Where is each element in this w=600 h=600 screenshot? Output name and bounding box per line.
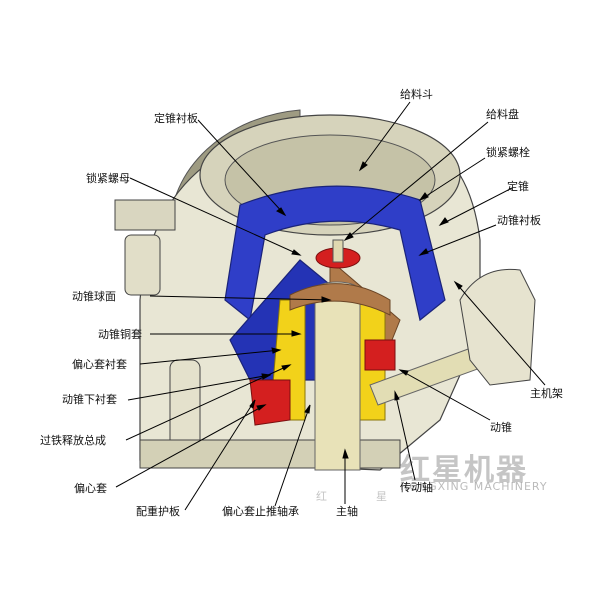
label-eccentric-thrust-bearing: 偏心套止推轴承 xyxy=(222,505,299,518)
watermark-logo-text: 红星机器 xyxy=(400,453,528,488)
label-moving-cone-bushing: 动锥铜套 xyxy=(98,328,142,341)
label-moving-cone-lower-bushing: 动锥下衬套 xyxy=(62,393,117,406)
bushing-red xyxy=(364,339,396,371)
feed-plate-bolt xyxy=(332,239,344,263)
label-moving-cone-liner: 动锥衬板 xyxy=(497,214,541,227)
watermark-small-left: 红 xyxy=(316,490,327,503)
label-tramp-release-assembly: 过铁释放总成 xyxy=(40,434,106,447)
main-shaft xyxy=(314,289,361,471)
label-counterweight-guard: 配重护板 xyxy=(136,505,180,518)
drive-housing xyxy=(459,268,536,386)
tramp-cylinder-top xyxy=(124,234,161,296)
label-fixed-cone-liner: 定锥衬板 xyxy=(154,112,198,125)
label-main-frame: 主机架 xyxy=(530,387,563,400)
watermark-small-right: 星 xyxy=(376,490,387,503)
label-moving-cone-sphere: 动锥球面 xyxy=(72,290,116,303)
counterweight-red xyxy=(249,379,291,426)
label-feed-plate: 给料盘 xyxy=(486,108,519,121)
label-moving-cone: 动锥 xyxy=(490,421,512,434)
label-eccentric-bushing-liner: 偏心套衬套 xyxy=(72,358,127,371)
label-eccentric-sleeve: 偏心套 xyxy=(74,482,107,495)
left-bracket xyxy=(114,199,176,231)
label-fixed-cone: 定锥 xyxy=(507,180,529,193)
label-main-shaft: 主轴 xyxy=(336,505,358,518)
fixed-cone-liner xyxy=(224,185,446,322)
watermark-english: HONGXING MACHINERY xyxy=(400,480,548,493)
label-lock-bolt: 锁紧螺栓 xyxy=(486,146,530,159)
label-drive-shaft: 传动轴 xyxy=(400,481,433,494)
sphere-brown xyxy=(289,283,391,316)
label-lock-nut: 锁紧螺母 xyxy=(86,172,130,185)
label-feed-hopper: 给料斗 xyxy=(400,88,433,101)
